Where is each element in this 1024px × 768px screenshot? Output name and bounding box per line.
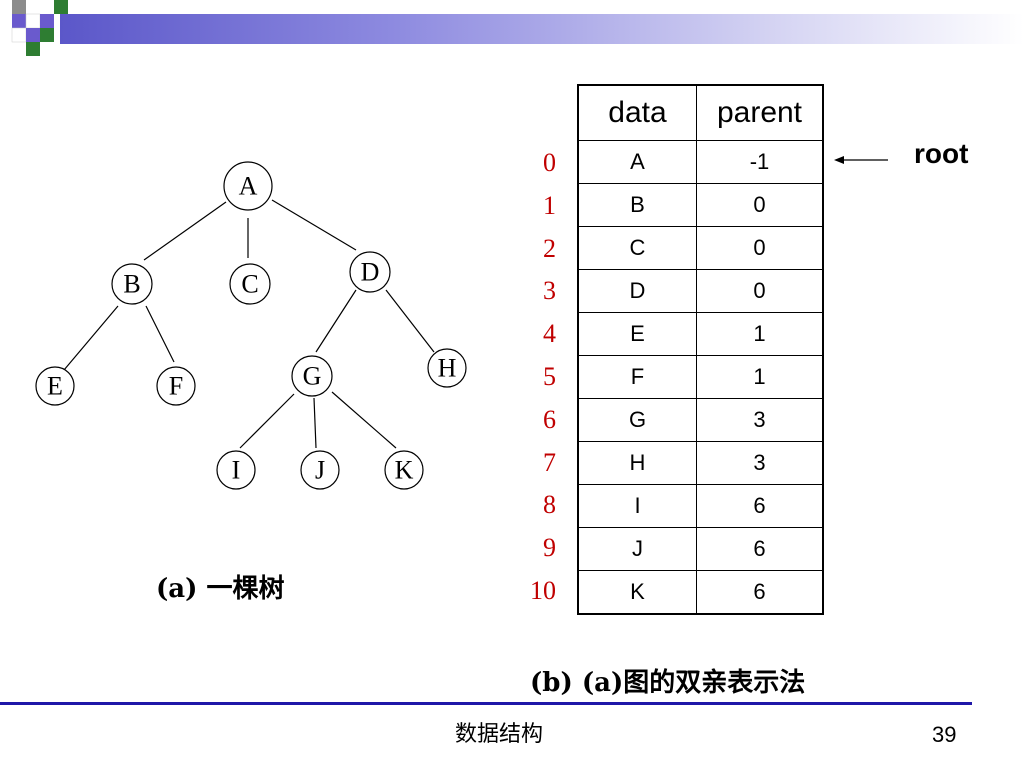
cell-parent: 1 xyxy=(696,312,824,356)
index-label: 4 xyxy=(543,319,556,349)
footer-divider xyxy=(0,702,972,705)
node-k xyxy=(384,450,424,490)
edge-g-k xyxy=(331,391,397,449)
page-number: 39 xyxy=(932,722,957,747)
edge-d-h xyxy=(385,289,435,353)
index-label: 2 xyxy=(543,233,556,263)
cell-data: C xyxy=(577,226,697,270)
table-row: A-1 xyxy=(577,140,824,184)
cell-data: K xyxy=(577,570,697,615)
cell-data: A xyxy=(577,140,697,184)
cell-parent: 0 xyxy=(696,226,824,270)
footer-title: 数据结构 xyxy=(455,722,544,747)
index-label: 3 xyxy=(543,276,556,306)
cell-parent: 0 xyxy=(696,183,824,227)
node-g xyxy=(291,355,333,397)
cell-parent: 3 xyxy=(696,398,824,442)
index-label: 1 xyxy=(543,190,556,220)
node-g-label: G xyxy=(303,362,322,391)
table-caption: (b) (a)图的双亲表示法 xyxy=(530,668,806,698)
node-d xyxy=(349,251,391,293)
index-label: 7 xyxy=(543,447,556,477)
slide-logo-icon xyxy=(11,0,68,56)
cell-parent: 1 xyxy=(696,355,824,399)
cell-parent: 6 xyxy=(696,484,824,528)
cell-data: D xyxy=(577,269,697,313)
node-a xyxy=(223,161,273,211)
node-f xyxy=(156,366,196,406)
tree-caption: (a) 一棵树 xyxy=(156,574,285,604)
cell-parent: 6 xyxy=(696,570,824,615)
node-h xyxy=(427,348,467,388)
cell-data: H xyxy=(577,441,697,485)
header-data: data xyxy=(577,84,697,141)
index-label: 10 xyxy=(530,575,556,605)
node-i-label: I xyxy=(232,456,241,485)
index-label: 6 xyxy=(543,404,556,434)
node-j-label: J xyxy=(315,456,325,485)
edge-d-g xyxy=(315,289,357,353)
cell-parent: 6 xyxy=(696,527,824,571)
cell-parent: -1 xyxy=(696,140,824,184)
edge-g-i xyxy=(239,393,295,449)
index-label: 9 xyxy=(543,533,556,563)
index-label: 0 xyxy=(543,148,556,177)
cell-data: G xyxy=(577,398,697,442)
node-c-label: C xyxy=(241,270,258,299)
node-h-label: H xyxy=(438,354,457,383)
index-label: 5 xyxy=(543,361,556,391)
cell-parent: 0 xyxy=(696,269,824,313)
header-parent: parent xyxy=(696,84,824,141)
node-k-label: K xyxy=(395,456,414,485)
node-j xyxy=(300,450,340,490)
cell-parent: 3 xyxy=(696,441,824,485)
cell-data: J xyxy=(577,527,697,571)
index-label: 8 xyxy=(543,490,556,520)
node-e-label: E xyxy=(47,372,63,401)
edge-g-j xyxy=(313,397,317,449)
title-gradient-bar xyxy=(60,14,1024,44)
index-column: 0 1 2 3 4 5 6 7 8 9 10 xyxy=(500,146,556,617)
cell-data: E xyxy=(577,312,697,356)
node-d-label: D xyxy=(361,258,380,287)
cell-data: B xyxy=(577,183,697,227)
node-b xyxy=(111,263,153,305)
node-i xyxy=(216,450,256,490)
edge-a-b xyxy=(143,201,227,261)
edge-b-f xyxy=(145,305,175,363)
root-label: root xyxy=(914,138,969,169)
cell-data: I xyxy=(577,484,697,528)
root-arrow-icon xyxy=(834,156,888,164)
node-f-label: F xyxy=(169,372,183,401)
node-b-label: B xyxy=(123,270,140,299)
table-header-row: data parent xyxy=(577,84,824,141)
node-e xyxy=(35,366,75,406)
edge-a-d xyxy=(271,199,357,251)
node-a-label: A xyxy=(239,172,258,201)
node-c xyxy=(229,263,271,305)
cell-data: F xyxy=(577,355,697,399)
edge-b-e xyxy=(63,305,119,371)
